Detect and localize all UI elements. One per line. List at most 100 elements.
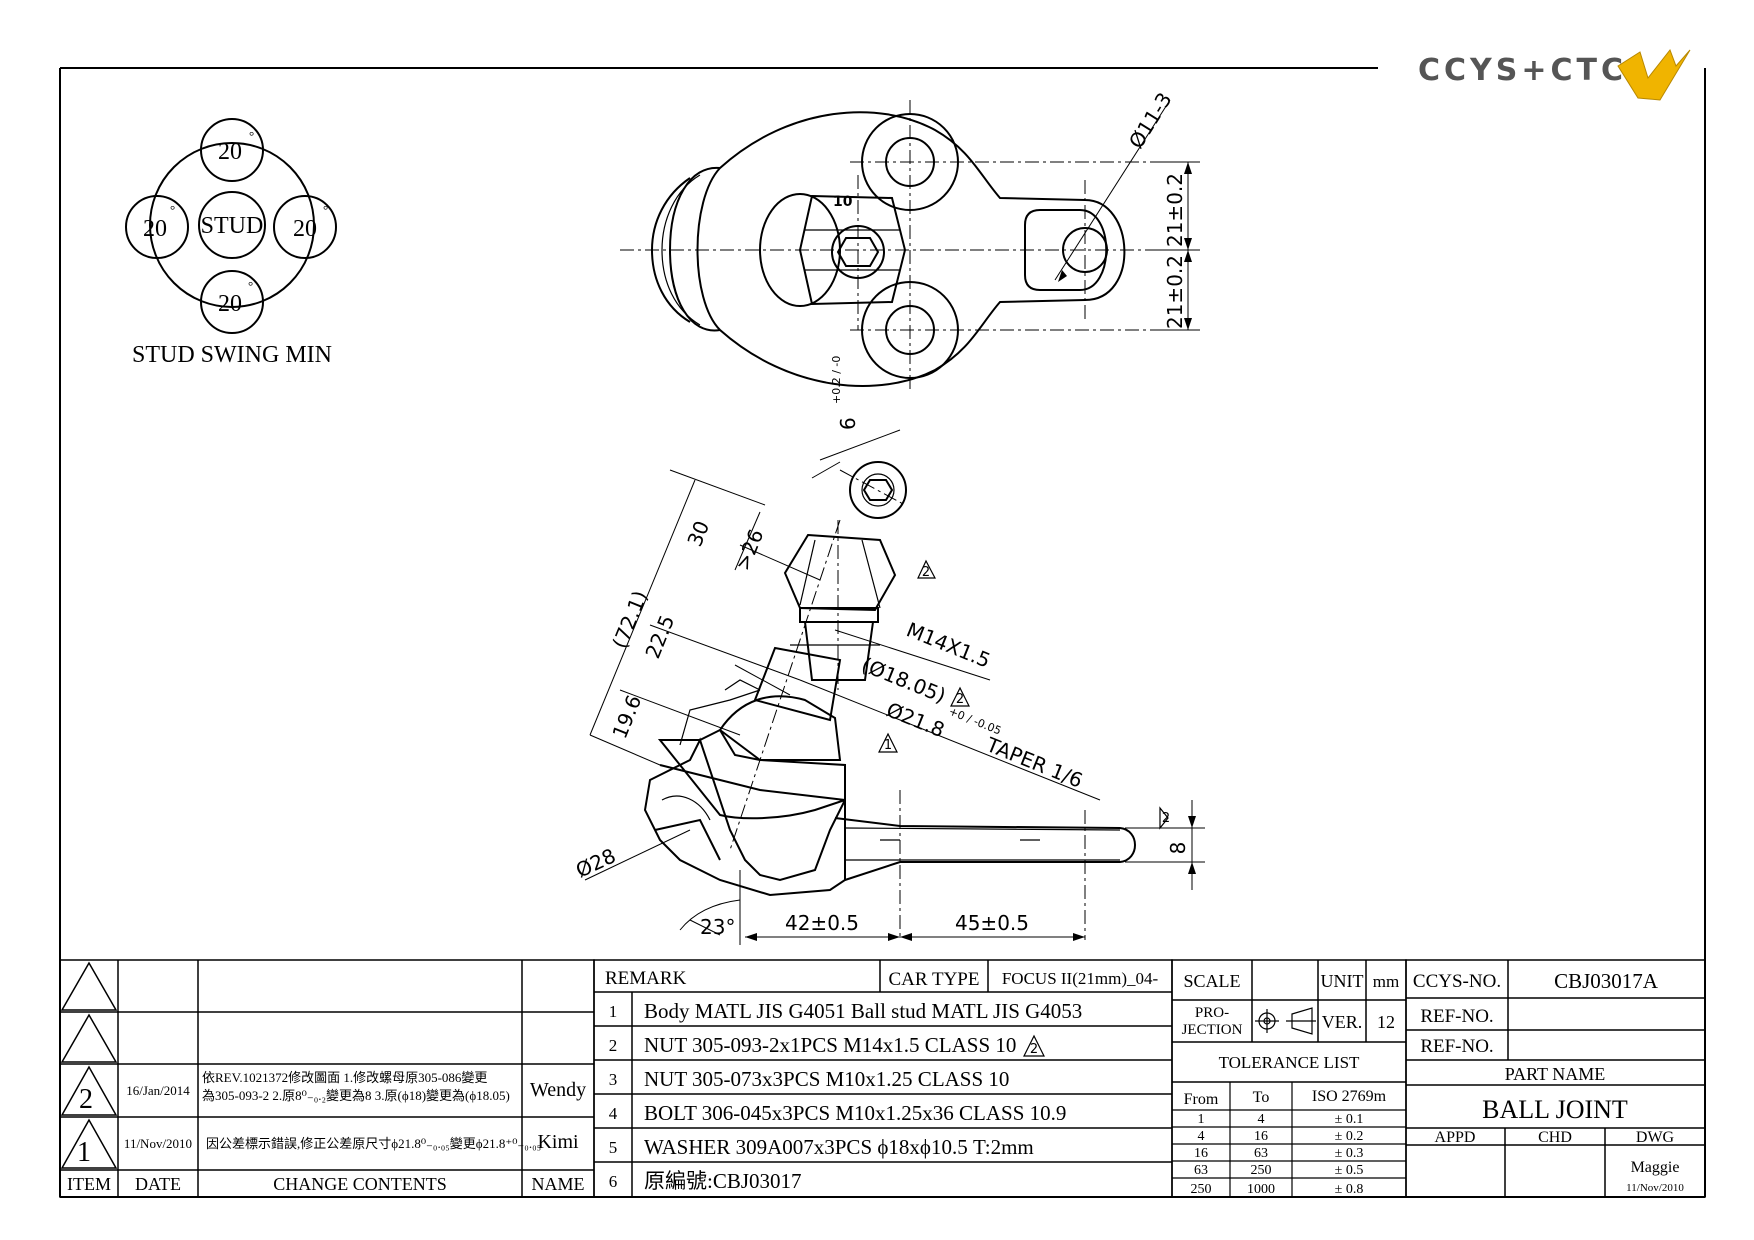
- rev-header-date: DATE: [135, 1174, 181, 1194]
- dia-18-label: (Ø18.05): [858, 652, 949, 707]
- thick-8-label: 8: [1166, 842, 1190, 855]
- chd-label: CHD: [1538, 1129, 1572, 1146]
- swing-right-value: 20: [293, 216, 317, 242]
- tol-row3-to: 63: [1254, 1146, 1268, 1161]
- hex-mark-label: 10: [833, 194, 853, 210]
- swing-bottom-value: 20: [218, 291, 242, 317]
- tol-row4-to: 250: [1251, 1163, 1272, 1178]
- swing-left-degree: °: [170, 202, 175, 217]
- tol-row3-from: 16: [1194, 1146, 1208, 1161]
- remark-3-text: NUT 305-073x3PCS M10x1.25 CLASS 10: [644, 1067, 1009, 1091]
- remark-2-no: 2: [609, 1036, 618, 1055]
- top-view: 10 Ø11-3 21±0.2 21±0.2: [620, 88, 1200, 390]
- scale-label: SCALE: [1183, 971, 1240, 991]
- len-22-label: 22.5: [640, 612, 679, 662]
- offset-lower-label: 21±0.2: [1163, 255, 1187, 329]
- remark-6-text: 原編號:CBJ03017: [644, 1169, 802, 1193]
- remark-4-no: 4: [609, 1104, 618, 1123]
- projection-label-2: JECTION: [1182, 1022, 1243, 1038]
- dia-28-label: Ø28: [572, 843, 619, 882]
- company-logo: CCYS+CTC: [1418, 48, 1691, 101]
- rev-row4-contents: 因公差標示錯誤,修正公差原尺寸ϕ21.8⁰₋₀.₀₅變更ϕ21.8⁺⁰₋₀.₀₅: [206, 1136, 541, 1151]
- rev-row3-item: 2: [79, 1084, 93, 1115]
- tol-row5-tol: ± 0.8: [1335, 1182, 1364, 1197]
- tol-row5-to: 1000: [1247, 1182, 1275, 1197]
- appd-label: APPD: [1435, 1129, 1476, 1146]
- rev-row3-date: 16/Jan/2014: [126, 1083, 190, 1098]
- swing-right-degree: °: [323, 202, 328, 217]
- ccys-no-label: CCYS-NO.: [1413, 971, 1501, 992]
- rev-row3-name: Wendy: [530, 1079, 586, 1101]
- projection-symbol-icon: [1255, 1007, 1316, 1035]
- logo-text: CCYS+CTC: [1418, 53, 1627, 88]
- len-30-label: 30: [682, 517, 714, 550]
- tol-row3-tol: ± 0.3: [1335, 1146, 1364, 1161]
- tolerance-title: TOLERANCE LIST: [1219, 1053, 1360, 1072]
- remark-1-text: Body MATL JIS G4051 Ball stud MATL JIS G…: [644, 999, 1082, 1023]
- tol-row1-to: 4: [1258, 1112, 1265, 1127]
- hex-socket-label: 6: [836, 417, 860, 430]
- dwg-value: Maggie: [1631, 1159, 1680, 1176]
- swing-bottom-degree: °: [248, 278, 253, 293]
- tol-row4-from: 63: [1194, 1163, 1208, 1178]
- rev-row4-date: 11/Nov/2010: [124, 1136, 192, 1151]
- rev-row4-name: Kimi: [537, 1131, 579, 1153]
- rev-header-contents: CHANGE CONTENTS: [273, 1174, 447, 1194]
- tol-row1-tol: ± 0.1: [1335, 1112, 1364, 1127]
- dwg-label: DWG: [1636, 1129, 1675, 1146]
- remark-2-rev-mark: 2: [1030, 1042, 1038, 1057]
- rev-tri-2c-label: 2: [1162, 811, 1170, 826]
- side-view: 6 +0.2 / -0: [572, 356, 1205, 945]
- tol-row5-from: 250: [1191, 1182, 1212, 1197]
- stud-swing-diagram: STUD 20 20 20 20 ° ° ° ° STUD SWING MIN: [125, 118, 337, 368]
- car-type-label: CAR TYPE: [889, 969, 980, 990]
- tol-header-from: From: [1184, 1091, 1219, 1108]
- ver-value: 12: [1377, 1012, 1395, 1032]
- car-type-value: FOCUS II(21mm)_04-: [1002, 969, 1159, 988]
- ref-no-2-label: REF-NO.: [1420, 1036, 1493, 1057]
- part-name-value: BALL JOINT: [1482, 1095, 1628, 1124]
- dwg-date: 11/Nov/2010: [1626, 1182, 1684, 1194]
- tol-header-std: ISO 2769m: [1312, 1088, 1387, 1105]
- hole-dia-label: Ø11-3: [1124, 88, 1177, 153]
- remark-4-text: BOLT 306-045x3PCS M10x1.25x36 CLASS 10.9: [644, 1101, 1066, 1125]
- remark-2-text: NUT 305-093-2x1PCS M14x1.5 CLASS 10: [644, 1033, 1016, 1057]
- dist-42-label: 42±0.5: [785, 911, 859, 935]
- tol-row4-tol: ± 0.5: [1335, 1163, 1364, 1178]
- thread-label: M14X1.5: [903, 617, 994, 672]
- rev-tri-2a-label: 2: [922, 565, 930, 580]
- unit-label: UNIT: [1321, 971, 1364, 991]
- remark-6-no: 6: [609, 1172, 618, 1191]
- len-19-label: 19.6: [607, 692, 646, 742]
- tol-row1-from: 1: [1198, 1112, 1205, 1127]
- swing-center-label: STUD: [201, 213, 264, 239]
- len-26-label: >26: [730, 526, 768, 574]
- rev-tri-1-label: 1: [884, 738, 892, 753]
- ver-label: VER.: [1322, 1012, 1363, 1032]
- tol-row2-tol: ± 0.2: [1335, 1129, 1364, 1144]
- offset-upper-label: 21±0.2: [1163, 173, 1187, 247]
- rev-row3-contents-1: 依REV.1021372修改圖面 1.修改螺母原305-086變更: [202, 1070, 487, 1085]
- part-name-label: PART NAME: [1505, 1064, 1605, 1084]
- tol-header-to: To: [1253, 1089, 1270, 1106]
- remark-1-no: 1: [609, 1002, 618, 1021]
- remark-header: REMARK: [605, 968, 687, 989]
- revision-table: 2 1 16/Jan/2014 11/Nov/2010 依REV.1021372…: [59, 959, 595, 1198]
- title-block: CCYS-NO. CBJ03017A REF-NO. REF-NO. PART …: [1405, 959, 1706, 1198]
- rev-tri-2b-label: 2: [956, 692, 964, 707]
- rev-header-name: NAME: [532, 1174, 585, 1194]
- scale-projection-block: SCALE UNIT mm PRO- JECTION VER. 12 TOLER…: [1171, 959, 1407, 1198]
- remark-5-no: 5: [609, 1138, 618, 1157]
- rev-header-item: ITEM: [67, 1174, 111, 1194]
- ccys-no-value: CBJ03017A: [1554, 969, 1659, 993]
- swing-caption: STUD SWING MIN: [132, 342, 332, 368]
- taper-text-label: TAPER 1/6: [982, 732, 1086, 793]
- swing-top-degree: °: [249, 128, 254, 143]
- rev-row3-contents-2: 為305-093-2 2.原8⁰₋₀.₂變更為8 3.原(ϕ18)變更為(ϕ18…: [202, 1088, 510, 1103]
- ref-no-1-label: REF-NO.: [1420, 1006, 1493, 1027]
- angle-label: 23°: [700, 915, 735, 939]
- remark-table: REMARK CAR TYPE FOCUS II(21mm)_04- 1 Bod…: [593, 959, 1173, 1198]
- swing-left-value: 20: [143, 216, 167, 242]
- dist-45-label: 45±0.5: [955, 911, 1029, 935]
